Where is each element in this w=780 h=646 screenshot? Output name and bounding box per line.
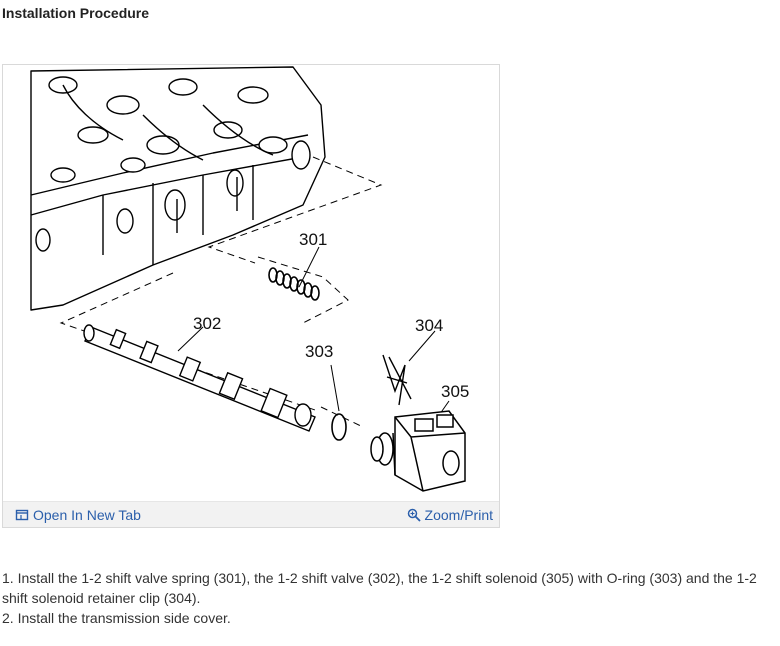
open-in-new-tab-link[interactable]: Open In New Tab <box>15 507 141 523</box>
exploded-view-diagram: 301 302 303 304 305 <box>30 66 469 492</box>
o-ring <box>331 413 347 441</box>
step-2: 2. Install the transmission side cover. <box>2 610 231 626</box>
open-in-new-tab-icon <box>15 509 29 521</box>
shift-valve <box>83 324 316 432</box>
open-in-new-tab-label: Open In New Tab <box>33 507 141 523</box>
retainer-clip <box>382 354 412 406</box>
callout-305: 305 <box>441 382 469 401</box>
callout-303: 303 <box>305 342 333 361</box>
magnifier-icon <box>407 508 421 522</box>
procedure-steps: 1. Install the 1-2 shift valve spring (3… <box>2 568 774 628</box>
valve-body-housing <box>30 66 326 311</box>
callout-302: 302 <box>193 314 221 333</box>
callout-301: 301 <box>299 230 327 249</box>
zoom-print-label: Zoom/Print <box>424 507 493 523</box>
page-title: Installation Procedure <box>2 5 150 21</box>
figure-container: 301 302 303 304 305 Open In New Tab Zoom… <box>2 64 500 528</box>
callout-304: 304 <box>415 316 443 335</box>
step-1: 1. Install the 1-2 shift valve spring (3… <box>2 570 757 606</box>
figure-toolbar: Open In New Tab Zoom/Print <box>3 501 499 527</box>
shift-valve-spring <box>268 267 320 301</box>
zoom-print-link[interactable]: Zoom/Print <box>407 507 493 523</box>
shift-solenoid <box>370 410 466 492</box>
